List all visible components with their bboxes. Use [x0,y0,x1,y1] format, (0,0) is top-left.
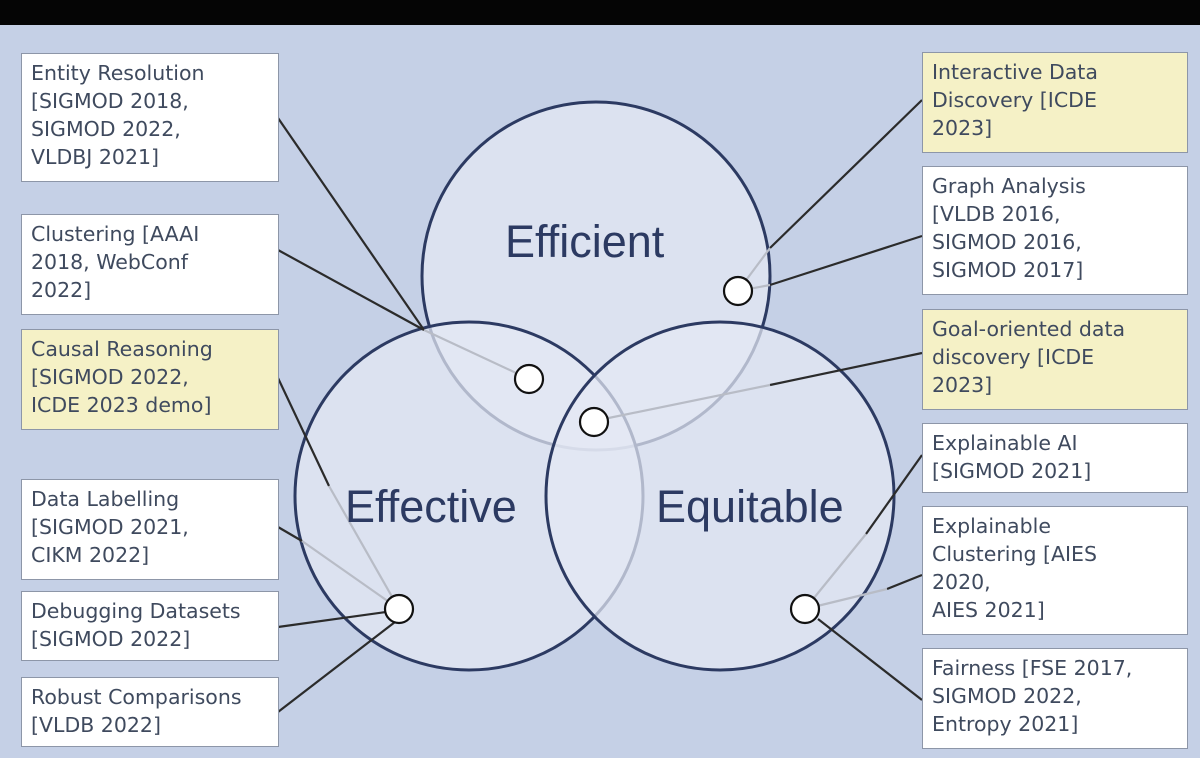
label-efficient: Efficient [505,216,665,267]
markers [383,275,821,625]
marker-equitable [789,593,821,625]
box-interactive-data-discovery: Interactive Data Discovery [ICDE 2023] [922,52,1188,153]
box-fairness: Fairness [FSE 2017, SIGMOD 2022, Entropy… [922,648,1188,749]
line-graph-analysis [769,234,923,287]
box-explainable-ai: Explainable AI [SIGMOD 2021] [922,423,1188,493]
box-robust-comparisons: Robust Comparisons [VLDB 2022] [21,677,279,747]
line-causal-reasoning [277,377,330,487]
box-graph-analysis: Graph Analysis [VLDB 2016, SIGMOD 2016, … [922,166,1188,295]
line-interactive-discovery [769,99,923,249]
line-fairness [817,618,923,701]
marker-efficient-effective [513,363,545,395]
line-clustering [277,249,425,331]
line-explainable-clustering [886,573,923,591]
marker-effective [383,593,415,625]
label-equitable: Equitable [656,481,844,532]
marker-center [578,406,610,438]
marker-efficient [722,275,754,307]
box-entity-resolution: Entity Resolution [SIGMOD 2018, SIGMOD 2… [21,53,279,182]
box-data-labelling: Data Labelling [SIGMOD 2021, CIKM 2022] [21,479,279,580]
line-robust-comparisons [277,621,396,713]
box-explainable-clustering: Explainable Clustering [AIES 2020, AIES … [922,506,1188,635]
line-explainable-ai [865,454,923,535]
line-debugging-datasets [277,610,387,629]
box-causal-reasoning: Causal Reasoning [SIGMOD 2022, ICDE 2023… [21,329,279,430]
line-goal-oriented [769,351,923,387]
top-black-bar [0,0,1200,25]
box-goal-oriented-discovery: Goal-oriented data discovery [ICDE 2023] [922,309,1188,410]
line-entity-resolution [277,117,425,331]
box-debugging-datasets: Debugging Datasets [SIGMOD 2022] [21,591,279,661]
label-effective: Effective [345,481,517,532]
connector-lines [277,99,923,713]
box-clustering: Clustering [AAAI 2018, WebConf 2022] [21,214,279,315]
line-data-labelling [277,526,303,542]
